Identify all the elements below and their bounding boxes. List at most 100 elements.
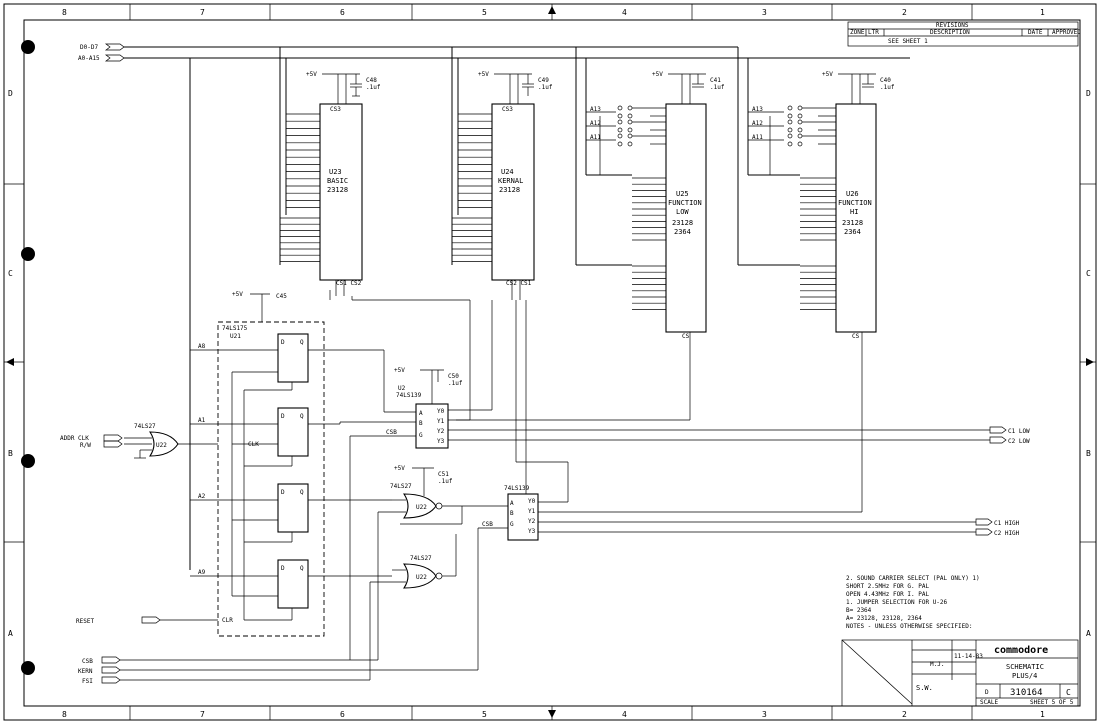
u2b-part: 74LS139 — [504, 485, 530, 492]
u26-jumpers: A13 A12 A11 — [748, 105, 836, 175]
rev-col-date: DATE — [1028, 29, 1043, 36]
drawing-subtitle: PLUS/4 — [1012, 672, 1037, 680]
zone-right-c: C — [1086, 269, 1091, 278]
bus-d0-d7: D0-D7 — [80, 44, 98, 51]
sig-csb: CSB — [82, 658, 93, 665]
zone-markers: 8 7 6 5 4 3 2 1 8 7 6 5 4 3 2 1 D C B A … — [4, 4, 1096, 720]
sig-rw: R/W — [80, 442, 91, 449]
drawing-sheet: SHEET 5 OF 5 — [1030, 699, 1074, 706]
rom-u24-ref: U24 — [501, 168, 514, 176]
drawing-size: D — [985, 689, 989, 696]
in-a2: A2 — [198, 493, 206, 500]
rom-u26-name2: HI — [850, 208, 858, 216]
rev-col-zone: ZONE — [850, 29, 865, 36]
rom-u24-cap: C49 — [538, 77, 549, 84]
u2b-pin-a: A — [510, 500, 514, 507]
u2b-y0: Y0 — [528, 498, 536, 505]
in-a8: A8 — [198, 343, 206, 350]
rom-u23-cap: C48 — [366, 77, 377, 84]
ff2-d: D — [281, 413, 285, 420]
rom-u23: U23 BASIC 23128 CS3 CS1 CS2 +5V C48 .1uf — [280, 71, 381, 300]
note-line-5: B= 2364 — [846, 607, 872, 614]
u13-part: 74LS27 — [134, 423, 156, 430]
out-c2-high: C2 HIGH — [994, 530, 1020, 537]
zone-top-8: 8 — [62, 8, 67, 17]
in-a1: A1 — [198, 417, 206, 424]
rom-u25-name2: LOW — [676, 208, 689, 216]
zone-top-5: 5 — [482, 8, 487, 17]
rom-u24-cs: CS2 CS1 — [506, 280, 532, 287]
rom-u25-cap-val: .1uf — [710, 84, 725, 91]
ff2-q: Q — [300, 413, 304, 420]
drawn-by: M.J. — [930, 661, 944, 668]
rom-u24: U24 KERNAL 23128 CS3 CS2 CS1 +5V C49 .1u… — [452, 71, 553, 300]
ff4-q: Q — [300, 565, 304, 572]
u13-gate: U22 74LS27 ADDR CLK R/W — [60, 423, 218, 459]
rom-u25-name: FUNCTION — [668, 199, 702, 207]
binder-holes — [21, 40, 35, 675]
rev-col-ltr: LTR — [868, 29, 879, 36]
rom-u23-supply: +5V — [306, 71, 317, 78]
rom-u23-part: 23128 — [327, 186, 348, 194]
rom-u26-part2: 2364 — [844, 228, 861, 236]
rom-u25-supply: +5V — [652, 71, 663, 78]
u2a-y1: Y1 — [437, 418, 445, 425]
rom-u25-cs: CS — [682, 333, 690, 340]
rom-u24-supply: +5V — [478, 71, 489, 78]
company-logo: commodore — [994, 645, 1048, 656]
rev-note: SEE SHEET 1 — [888, 38, 928, 45]
rom-u25-part: 23128 — [672, 219, 693, 227]
u2-ref: U2 — [398, 385, 406, 392]
u21-clk: CLK — [248, 441, 259, 448]
title-block: commodore SCHEMATIC PLUS/4 D 310164 C SC… — [841, 639, 1079, 707]
rom-u25-ref: U25 — [676, 190, 689, 198]
rev-col-approved: APPROVED — [1052, 29, 1081, 36]
u2b-y2: Y2 — [528, 518, 536, 525]
zone-left-b: B — [8, 449, 13, 458]
ff3-d: D — [281, 489, 285, 496]
zone-bot-5: 5 — [482, 710, 487, 719]
note-line-7: NOTES - UNLESS OTHERWISE SPECIFIED: — [846, 623, 972, 630]
u2-cap-val: .1uf — [448, 380, 463, 387]
u2-cap: C50 — [448, 373, 459, 380]
u2-decoder-b: 74LS139 A B G Y0 Y1 Y2 Y3 CSB — [400, 300, 976, 670]
u2-decoder-a: +5V U2 74LS139 C50 .1uf A B G Y0 Y1 Y2 Y… — [339, 296, 990, 660]
drawing-number: 310164 — [1010, 688, 1043, 698]
u21-part: 74LS175 — [222, 325, 248, 332]
u2a-pin-g: G — [419, 432, 423, 439]
zone-top-6: 6 — [340, 8, 345, 17]
drawn-date: 11-14-83 — [954, 653, 983, 660]
zone-left-c: C — [8, 269, 13, 278]
u25-jumper-a12: A12 — [590, 120, 601, 127]
rom-u23-cs3: CS3 — [330, 106, 341, 113]
bus-a0-a15: A0-A15 — [78, 55, 100, 62]
buses: D0-D7 A0-A15 — [78, 43, 910, 570]
rom-u24-part: 23128 — [499, 186, 520, 194]
u2b-pin-g: G — [510, 521, 514, 528]
note-line-6: A= 23128, 23128, 2364 — [846, 615, 922, 622]
zone-left-a: A — [8, 629, 13, 638]
zone-top-1: 1 — [1040, 8, 1045, 17]
rom-u26-name: FUNCTION — [838, 199, 872, 207]
u2-supply: +5V — [394, 367, 405, 374]
zone-bot-2: 2 — [902, 710, 907, 719]
zone-right-a: A — [1086, 629, 1091, 638]
u27b-ref: U22 — [416, 574, 427, 581]
u27b-part: 74LS27 — [410, 555, 432, 562]
u27-supply: +5V — [394, 465, 405, 472]
drawing-scale: SCALE — [980, 699, 998, 706]
u2b-csb-label: CSB — [482, 521, 493, 528]
u2-part: 74LS139 — [396, 392, 422, 399]
u2a-pin-b: B — [419, 420, 423, 427]
u13-ref: U22 — [156, 442, 167, 449]
zone-bot-7: 7 — [200, 710, 205, 719]
rom-u23-cap-val: .1uf — [366, 84, 381, 91]
in-a9: A9 — [198, 569, 206, 576]
center-arrow-top — [548, 6, 556, 14]
u27-cap: C51 — [438, 471, 449, 478]
rom-u26-cap: C40 — [880, 77, 891, 84]
center-arrow-right — [1086, 358, 1094, 366]
rom-u26: U26 FUNCTION HI 23128 2364 +5V C40 .1uf … — [748, 71, 895, 340]
zone-top-3: 3 — [762, 8, 767, 17]
